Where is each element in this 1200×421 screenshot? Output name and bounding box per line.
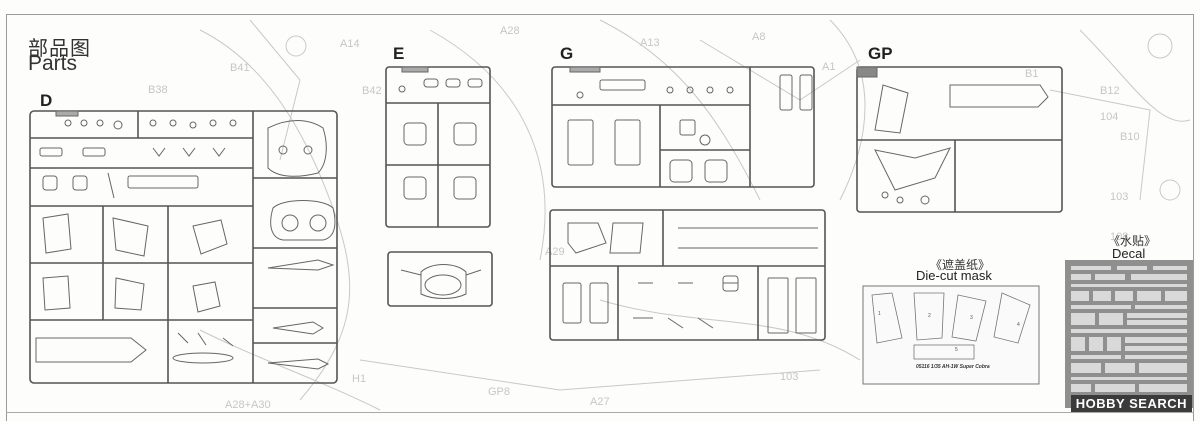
svg-text:B42: B42 xyxy=(362,85,382,97)
mask-product-note: 05116 1/35 AH-1W Super Cobra xyxy=(916,364,990,370)
svg-text:B12: B12 xyxy=(1100,85,1120,97)
svg-text:GP8: GP8 xyxy=(488,386,510,398)
mask-piece-number: 1 xyxy=(878,311,881,317)
svg-text:A27: A27 xyxy=(590,396,610,408)
svg-text:B1: B1 xyxy=(1025,68,1038,80)
sprue-g-diagram xyxy=(551,66,815,188)
instruction-page-frame xyxy=(6,14,1194,421)
svg-text:103: 103 xyxy=(1110,191,1128,203)
page-bottom-rule xyxy=(6,412,1194,413)
decal-label-chinese: 《水贴》 xyxy=(1108,234,1157,248)
sprue-g2-diagram xyxy=(549,209,826,341)
svg-text:A28: A28 xyxy=(500,25,520,37)
sprue-d-diagram xyxy=(29,110,338,384)
decal-label: Decal xyxy=(1112,246,1146,261)
mask-piece-number: 4 xyxy=(1017,322,1020,328)
svg-text:A8: A8 xyxy=(752,31,765,43)
sprue-gp-label: GP xyxy=(868,44,893,63)
mask-piece-number: 3 xyxy=(970,315,973,321)
decal-sheet xyxy=(1065,260,1193,408)
mask-piece-number: 5 xyxy=(955,347,958,353)
sprue-e-diagram xyxy=(385,66,491,228)
page-title-chinese: 部品图 xyxy=(28,38,91,60)
svg-text:104: 104 xyxy=(1100,111,1118,123)
svg-text:A1: A1 xyxy=(822,61,835,73)
die-cut-mask-sheet xyxy=(862,285,1040,385)
watermark: HOBBY SEARCH xyxy=(1070,395,1192,412)
svg-text:108: 108 xyxy=(1110,231,1128,243)
mask-label: Die-cut mask xyxy=(916,268,992,283)
svg-text:A14: A14 xyxy=(340,38,360,50)
svg-text:A28+A30: A28+A30 xyxy=(225,399,271,411)
svg-text:B10: B10 xyxy=(1120,131,1140,143)
mask-label-chinese: 《遮盖纸》 xyxy=(930,258,991,272)
svg-text:H1: H1 xyxy=(352,373,366,385)
mask-piece-number: 2 xyxy=(928,313,931,319)
svg-text:B38: B38 xyxy=(148,84,168,96)
sprue-gp-diagram xyxy=(856,66,1063,213)
sprue-d-label: D xyxy=(40,91,53,110)
page-title: Parts xyxy=(28,52,78,75)
svg-text:A13: A13 xyxy=(640,37,660,49)
sprue-g-label: G xyxy=(560,44,574,63)
sprue-e2-diagram xyxy=(387,251,493,307)
sprue-e-label: E xyxy=(393,44,405,63)
svg-text:103: 103 xyxy=(780,371,798,383)
svg-text:B41: B41 xyxy=(230,62,250,74)
